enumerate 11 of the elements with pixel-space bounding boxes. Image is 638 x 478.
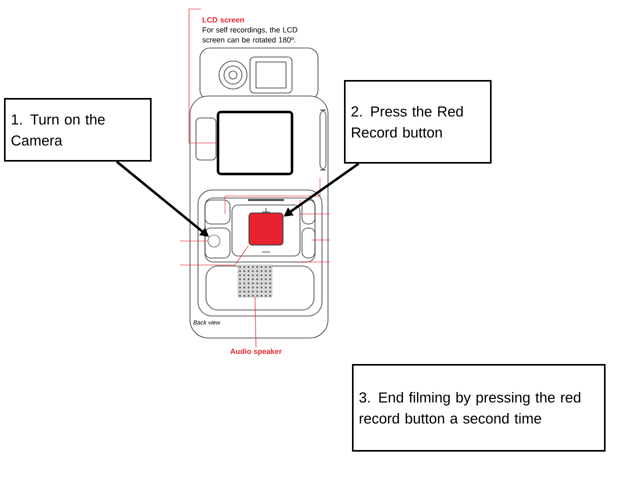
lcd-screen — [216, 110, 294, 176]
speaker-grille — [238, 264, 272, 298]
instruction-box: 2. Press the Red Record button — [344, 80, 492, 164]
leader-line — [254, 296, 256, 348]
record-button — [248, 212, 284, 246]
power-button — [208, 234, 220, 248]
leader-line — [180, 240, 208, 242]
leader-line — [180, 245, 249, 266]
instruction-box: 1. Turn on the Camera — [4, 98, 152, 162]
instruction-box: 3. End filming by pressing the red record button a second time — [352, 364, 606, 452]
leader-line — [188, 8, 218, 144]
